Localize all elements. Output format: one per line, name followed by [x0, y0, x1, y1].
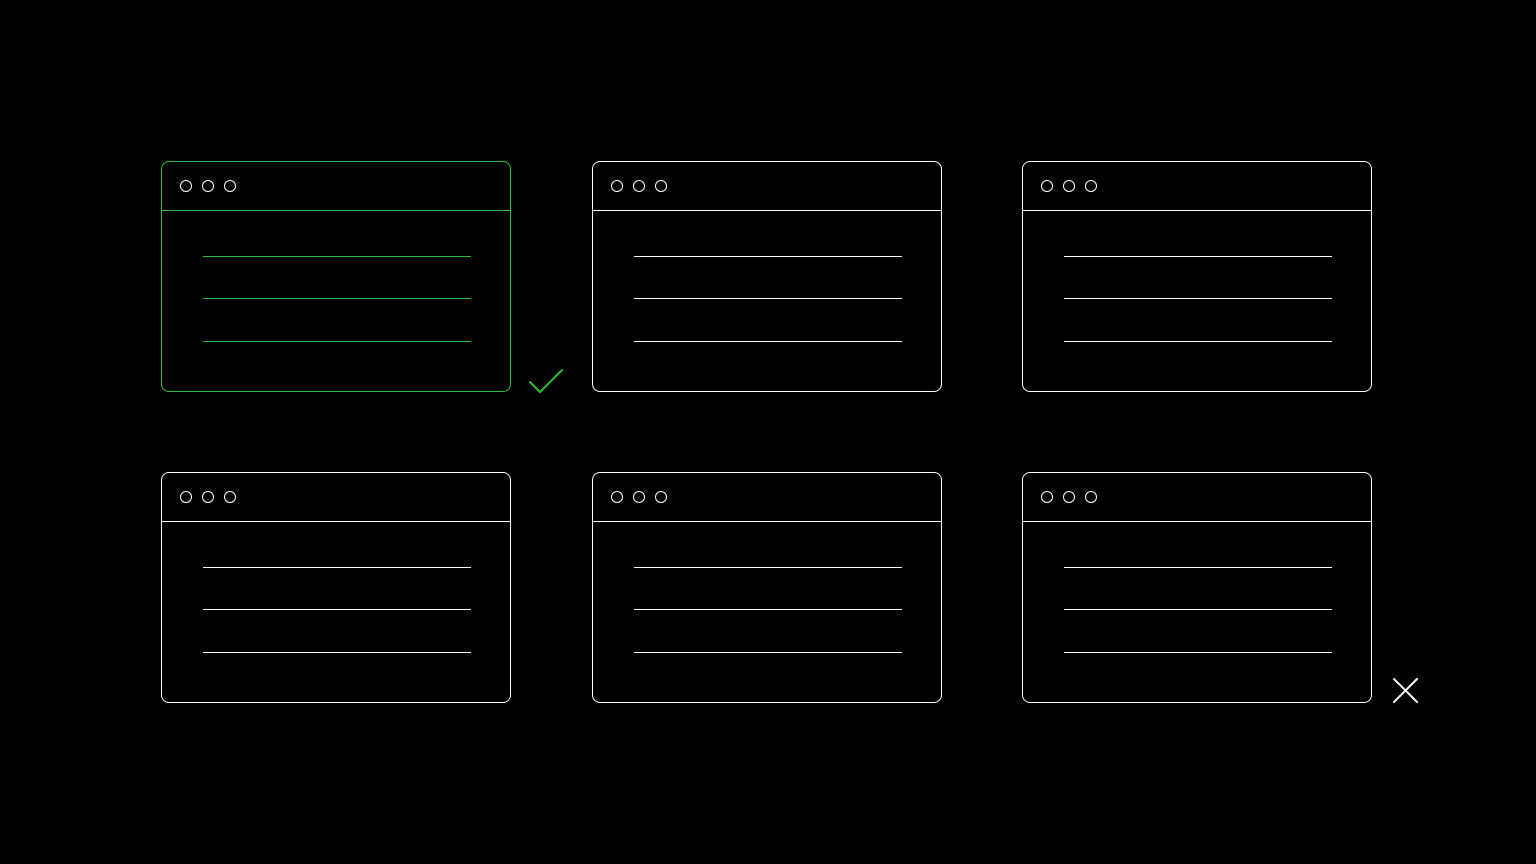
content-line: [634, 609, 902, 610]
content-line: [1064, 256, 1332, 257]
content-line: [634, 651, 902, 653]
content-line: [1064, 609, 1332, 610]
window-control-dot-icon: [632, 179, 645, 192]
window-control-dot-icon: [1084, 490, 1097, 503]
window-control-dot-icon: [1040, 490, 1053, 503]
window-titlebar: [162, 162, 510, 211]
browser-window[interactable]: [592, 472, 942, 703]
window-control-dot-icon: [610, 179, 623, 192]
window-control-dot-icon: [179, 490, 192, 503]
content-line: [203, 651, 471, 653]
window-control-dot-icon: [632, 490, 645, 503]
window-control-dot-icon: [1084, 179, 1097, 192]
content-line: [1064, 298, 1332, 299]
browser-window[interactable]: [1022, 161, 1372, 392]
window-titlebar: [593, 162, 941, 211]
window-titlebar: [593, 473, 941, 522]
window-control-dot-icon: [654, 490, 667, 503]
close-icon: [1393, 678, 1418, 703]
browser-window[interactable]: [1022, 472, 1372, 703]
content-line: [203, 609, 471, 610]
window-titlebar: [162, 473, 510, 522]
content-line: [1064, 340, 1332, 342]
window-control-dot-icon: [201, 179, 214, 192]
window-control-dot-icon: [1062, 179, 1075, 192]
browser-window[interactable]: [161, 472, 511, 703]
window-control-dot-icon: [223, 490, 236, 503]
content-line: [203, 298, 471, 299]
content-line: [634, 567, 902, 568]
content-line: [203, 567, 471, 568]
window-control-dot-icon: [1040, 179, 1053, 192]
content-line: [203, 256, 471, 257]
content-line: [1064, 651, 1332, 653]
content-line: [634, 340, 902, 342]
browser-window-selected[interactable]: [161, 161, 511, 392]
window-control-dot-icon: [654, 179, 667, 192]
window-titlebar: [1023, 473, 1371, 522]
window-control-dot-icon: [1062, 490, 1075, 503]
browser-window[interactable]: [592, 161, 942, 392]
content-line: [1064, 567, 1332, 568]
window-control-dot-icon: [223, 179, 236, 192]
content-line: [634, 256, 902, 257]
window-control-dot-icon: [201, 490, 214, 503]
content-line: [203, 340, 471, 342]
check-icon: [529, 369, 563, 393]
content-line: [634, 298, 902, 299]
window-titlebar: [1023, 162, 1371, 211]
window-control-dot-icon: [610, 490, 623, 503]
window-control-dot-icon: [179, 179, 192, 192]
